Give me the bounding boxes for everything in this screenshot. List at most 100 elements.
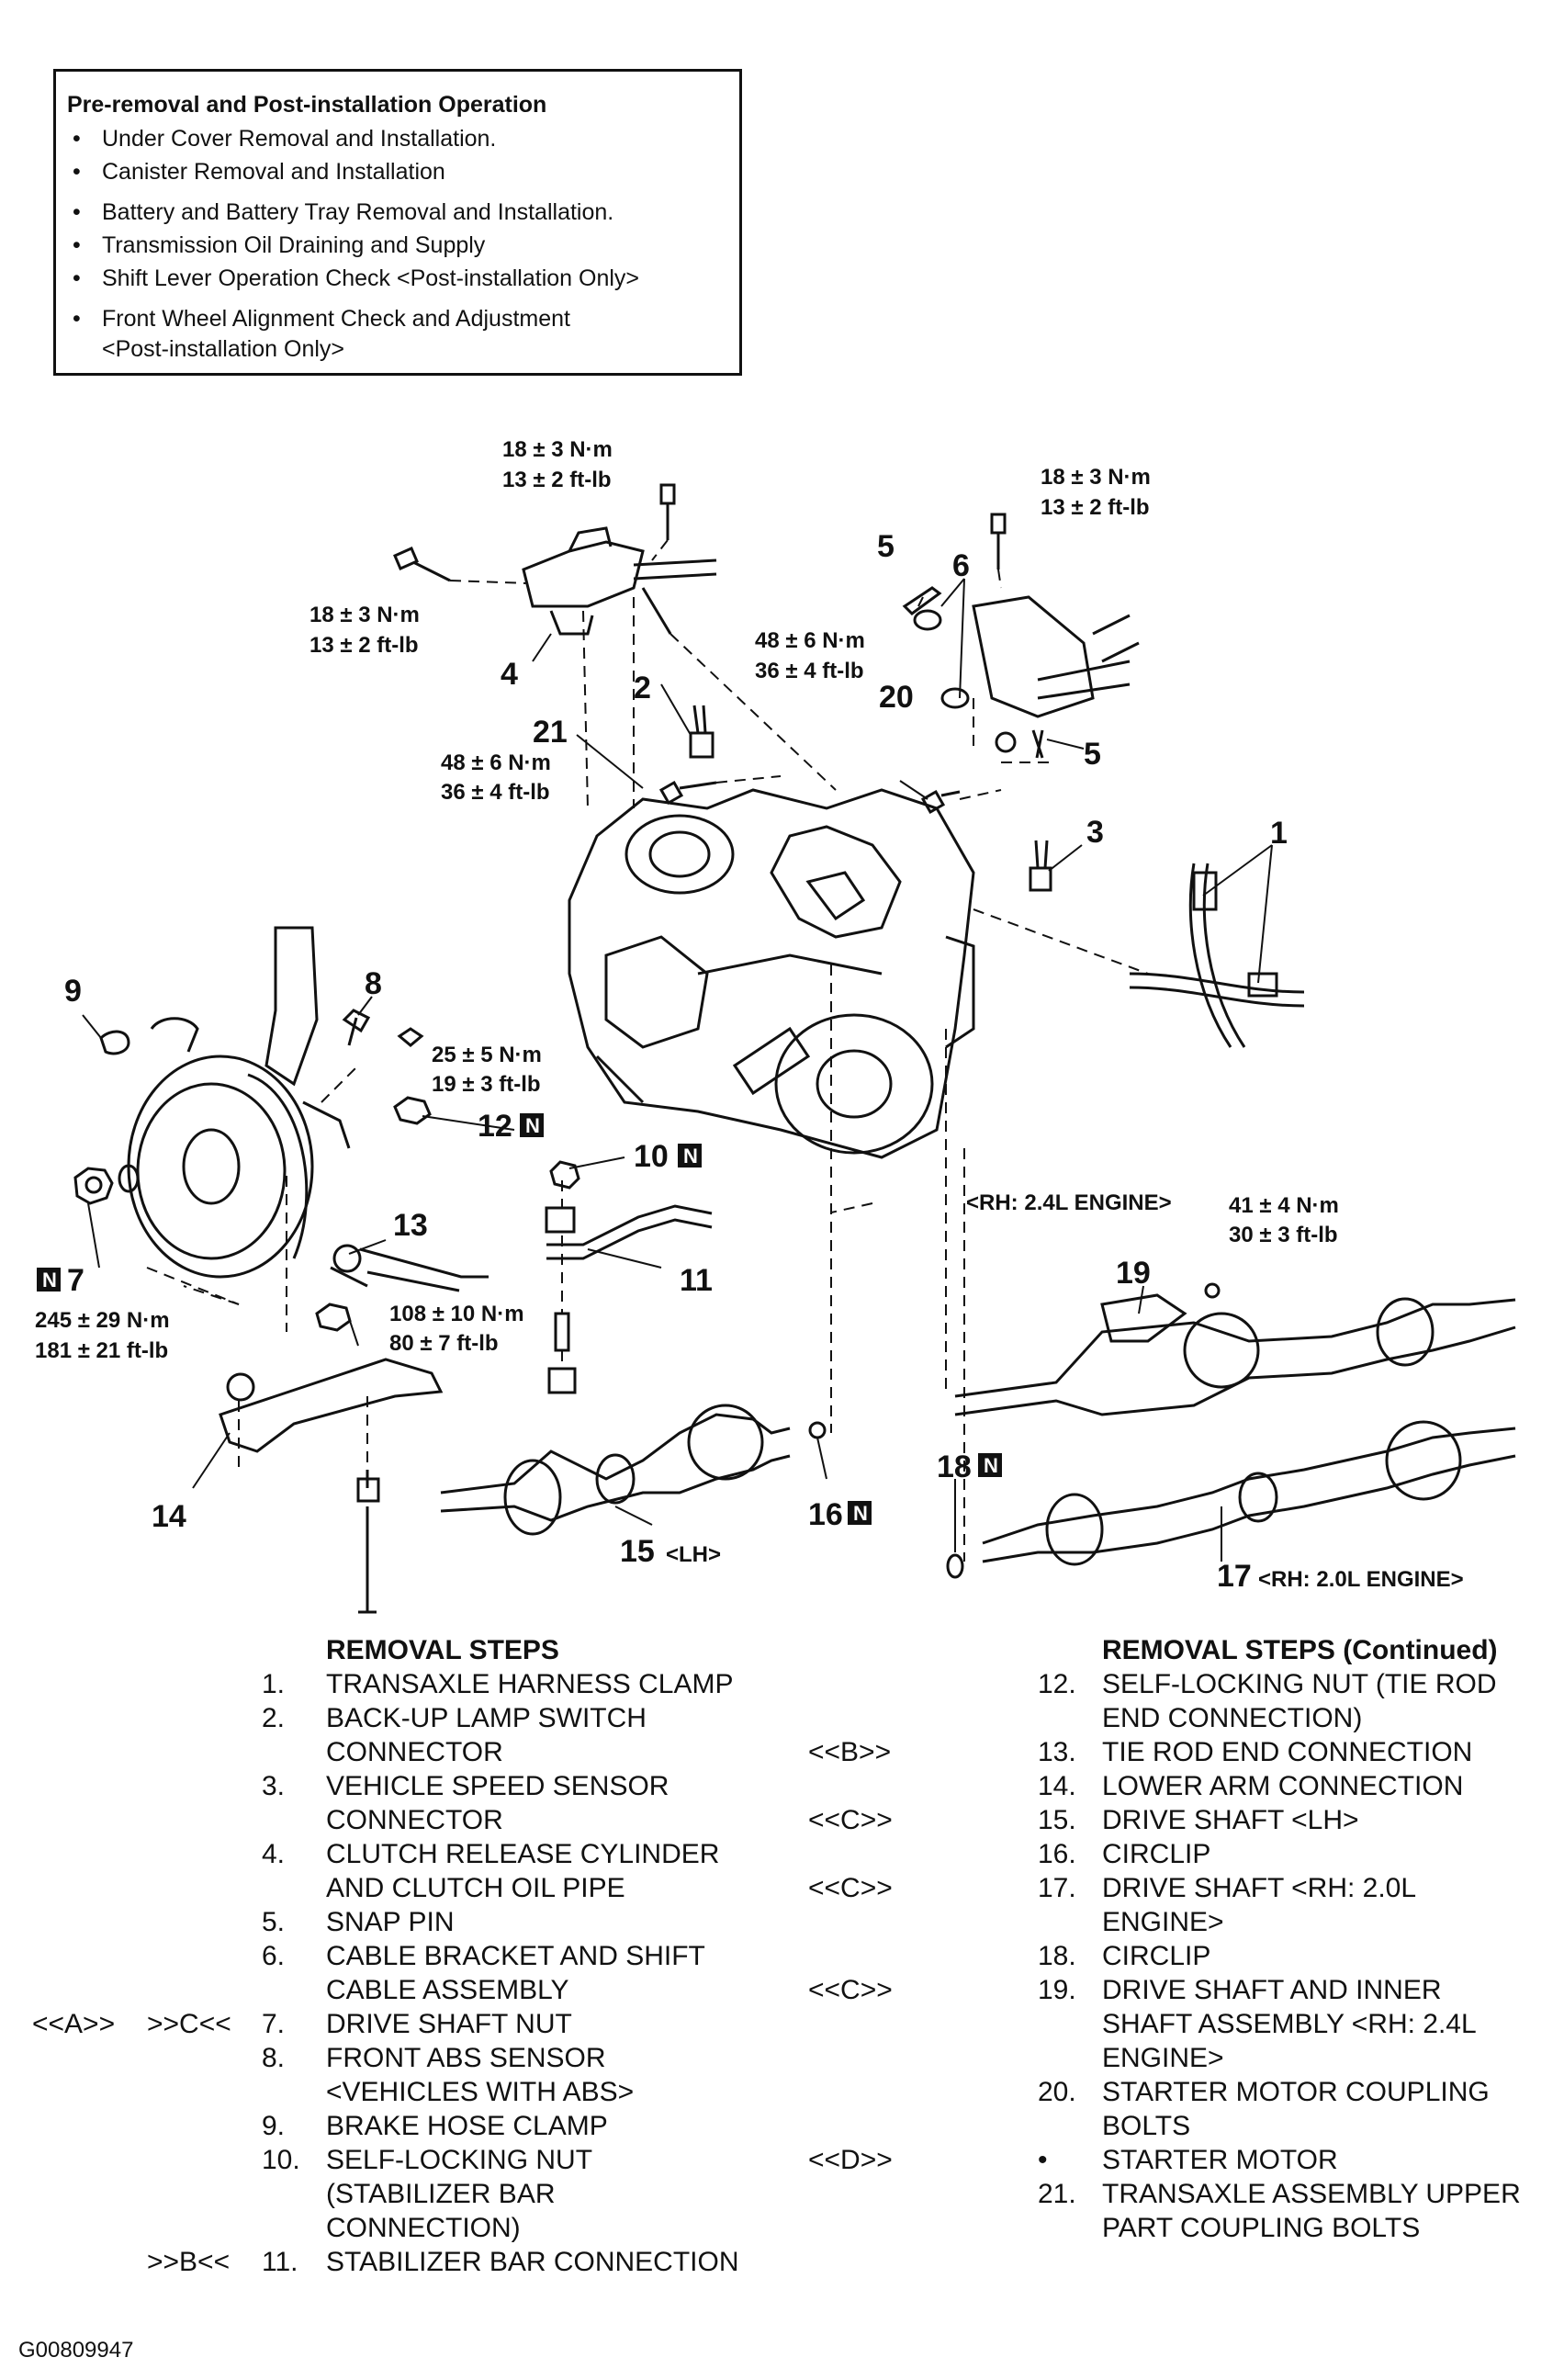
step-text: FRONT ABS SENSOR <box>326 2043 606 2073</box>
part-number: 17 <box>1217 1559 1252 1594</box>
pre-removal-title: Pre-removal and Post-installation Operat… <box>67 92 547 118</box>
pre-item: Battery and Battery Tray Removal and Ins… <box>67 196 721 229</box>
step-text: CONNECTION) <box>326 2213 521 2243</box>
step-text: <VEHICLES WITH ABS> <box>326 2077 635 2107</box>
part-number: 20 <box>879 680 914 715</box>
part-number: 9 <box>64 974 82 1009</box>
svg-text:N: N <box>984 1454 998 1477</box>
step-text: CABLE BRACKET AND SHIFT <box>326 1941 705 1971</box>
step-text: CIRCLIP <box>1102 1839 1211 1869</box>
figure-id: G00809947 <box>18 2338 134 2363</box>
step-text: BACK-UP LAMP SWITCH <box>326 1703 647 1733</box>
part-number: 11 <box>680 1263 713 1298</box>
step-text: CIRCLIP <box>1102 1941 1211 1971</box>
step-number: 13. <box>1038 1737 1076 1767</box>
torque-spec: 41 ± 4 N·m <box>1229 1193 1339 1218</box>
step-text: TRANSAXLE ASSEMBLY UPPER <box>1102 2179 1521 2209</box>
step-text: PART COUPLING BOLTS <box>1102 2213 1421 2243</box>
svg-text:N: N <box>853 1502 868 1525</box>
part-number: 21 <box>533 715 568 750</box>
step-text: STARTER MOTOR <box>1102 2145 1338 2175</box>
torque-spec: 108 ± 10 N·m <box>389 1302 524 1326</box>
step-text: DRIVE SHAFT NUT <box>326 2009 572 2039</box>
step-text: SELF-LOCKING NUT (TIE ROD <box>1102 1669 1497 1699</box>
pre-item: Front Wheel Alignment Check and Adjustme… <box>67 302 721 335</box>
step-text: ENGINE> <box>1102 2043 1224 2073</box>
step-number: 10. <box>262 2145 300 2175</box>
step-text: CONNECTOR <box>326 1805 503 1835</box>
torque-spec: 30 ± 3 ft-lb <box>1229 1223 1338 1247</box>
drive-shaft-nut <box>73 1164 140 1205</box>
step-number: 7. <box>262 2009 286 2039</box>
torque-spec: 18 ± 3 N·m <box>309 603 420 627</box>
part-number: 2 <box>634 671 651 705</box>
pre-removal-list: Under Cover Removal and Installation. Ca… <box>67 122 721 335</box>
part-number: 16 <box>808 1497 843 1532</box>
pre-item: Canister Removal and Installation <box>67 155 721 188</box>
variant-label: <RH: 2.0L ENGINE> <box>1258 1567 1464 1592</box>
svg-text:N: N <box>42 1269 57 1292</box>
solid-leader-lines <box>82 578 1273 1562</box>
part-number: 12 <box>478 1109 512 1144</box>
part-number: 10 <box>634 1139 669 1174</box>
step-number: 12. <box>1038 1669 1076 1699</box>
part-number: 13 <box>393 1208 428 1243</box>
step-number: 6. <box>262 1941 286 1971</box>
torque-spec: 18 ± 3 N·m <box>1041 465 1151 490</box>
dashed-leader-lines <box>146 539 1149 1562</box>
part-number: 19 <box>1116 1256 1151 1291</box>
brake-hose-clamp <box>99 1017 199 1055</box>
torque-spec: 13 ± 2 ft-lb <box>502 468 612 492</box>
abs-sensor <box>342 1009 424 1047</box>
step-number: 17. <box>1038 1873 1076 1903</box>
bolt <box>393 547 451 582</box>
step-text: (STABILIZER BAR <box>326 2179 556 2209</box>
torque-spec: 13 ± 2 ft-lb <box>1041 495 1150 520</box>
torque-spec: 48 ± 6 N·m <box>441 750 551 775</box>
step-text: TRANSAXLE HARNESS CLAMP <box>326 1669 734 1699</box>
non-reusable-mark: N <box>978 1453 1002 1477</box>
bolt <box>920 789 961 815</box>
removal-steps-header: REMOVAL STEPS (Continued) <box>1102 1635 1498 1665</box>
step-text: STABILIZER BAR CONNECTION <box>326 2247 739 2277</box>
drive-shaft-rh-24 <box>954 1282 1516 1416</box>
pre-item: Transmission Oil Draining and Supply <box>67 229 721 262</box>
part-number: 6 <box>952 548 970 583</box>
torque-spec: 36 ± 4 ft-lb <box>441 780 550 805</box>
non-reusable-mark: N <box>520 1113 544 1137</box>
step-text: ENGINE> <box>1102 1907 1224 1937</box>
svg-text:N: N <box>683 1145 698 1167</box>
part-number: 15 <box>620 1534 655 1569</box>
removal-steps-left: REMOVAL STEPS 1.TRANSAXLE HARNESS CLAMP … <box>0 1633 771 2279</box>
part-number: 1 <box>1270 816 1288 851</box>
step-text: LOWER ARM CONNECTION <box>1102 1771 1464 1801</box>
step-ref: >>B<< <box>147 2247 231 2277</box>
pre-item-continuation: <Post-installation Only> <box>102 336 345 362</box>
step-text: TIE ROD END CONNECTION <box>1102 1737 1473 1767</box>
part-number: 8 <box>365 966 382 1001</box>
connector <box>689 705 714 759</box>
step-text: CONNECTOR <box>326 1737 503 1767</box>
transaxle-body <box>568 788 975 1159</box>
part-number: 5 <box>877 529 895 564</box>
torque-spec: 181 ± 21 ft-lb <box>35 1338 168 1363</box>
part-number: 4 <box>501 657 518 692</box>
step-text: VEHICLE SPEED SENSOR <box>326 1771 669 1801</box>
pre-item: Shift Lever Operation Check <Post-instal… <box>67 262 721 295</box>
part-number: 14 <box>152 1499 186 1534</box>
shift-cable-bracket <box>902 586 1140 759</box>
step-ref: <<D>> <box>808 2145 893 2175</box>
torque-spec: 13 ± 2 ft-lb <box>309 633 419 658</box>
step-text: DRIVE SHAFT AND INNER <box>1102 1975 1442 2005</box>
harness-clamp <box>1129 863 1305 1048</box>
bolt <box>990 513 1007 570</box>
step-text: DRIVE SHAFT <RH: 2.0L <box>1102 1873 1417 1903</box>
step-number: 2. <box>262 1703 286 1733</box>
removal-steps-right: REMOVAL STEPS (Continued) 12. SELF-LOCKIN… <box>790 1633 1564 2245</box>
non-reusable-mark: N <box>678 1144 702 1167</box>
step-number: 21. <box>1038 2179 1076 2209</box>
torque-spec: 48 ± 6 N·m <box>755 628 865 653</box>
step-number: 5. <box>262 1907 286 1937</box>
part-number: 7 <box>67 1263 84 1298</box>
step-ref: >>C<< <box>147 2009 231 2039</box>
